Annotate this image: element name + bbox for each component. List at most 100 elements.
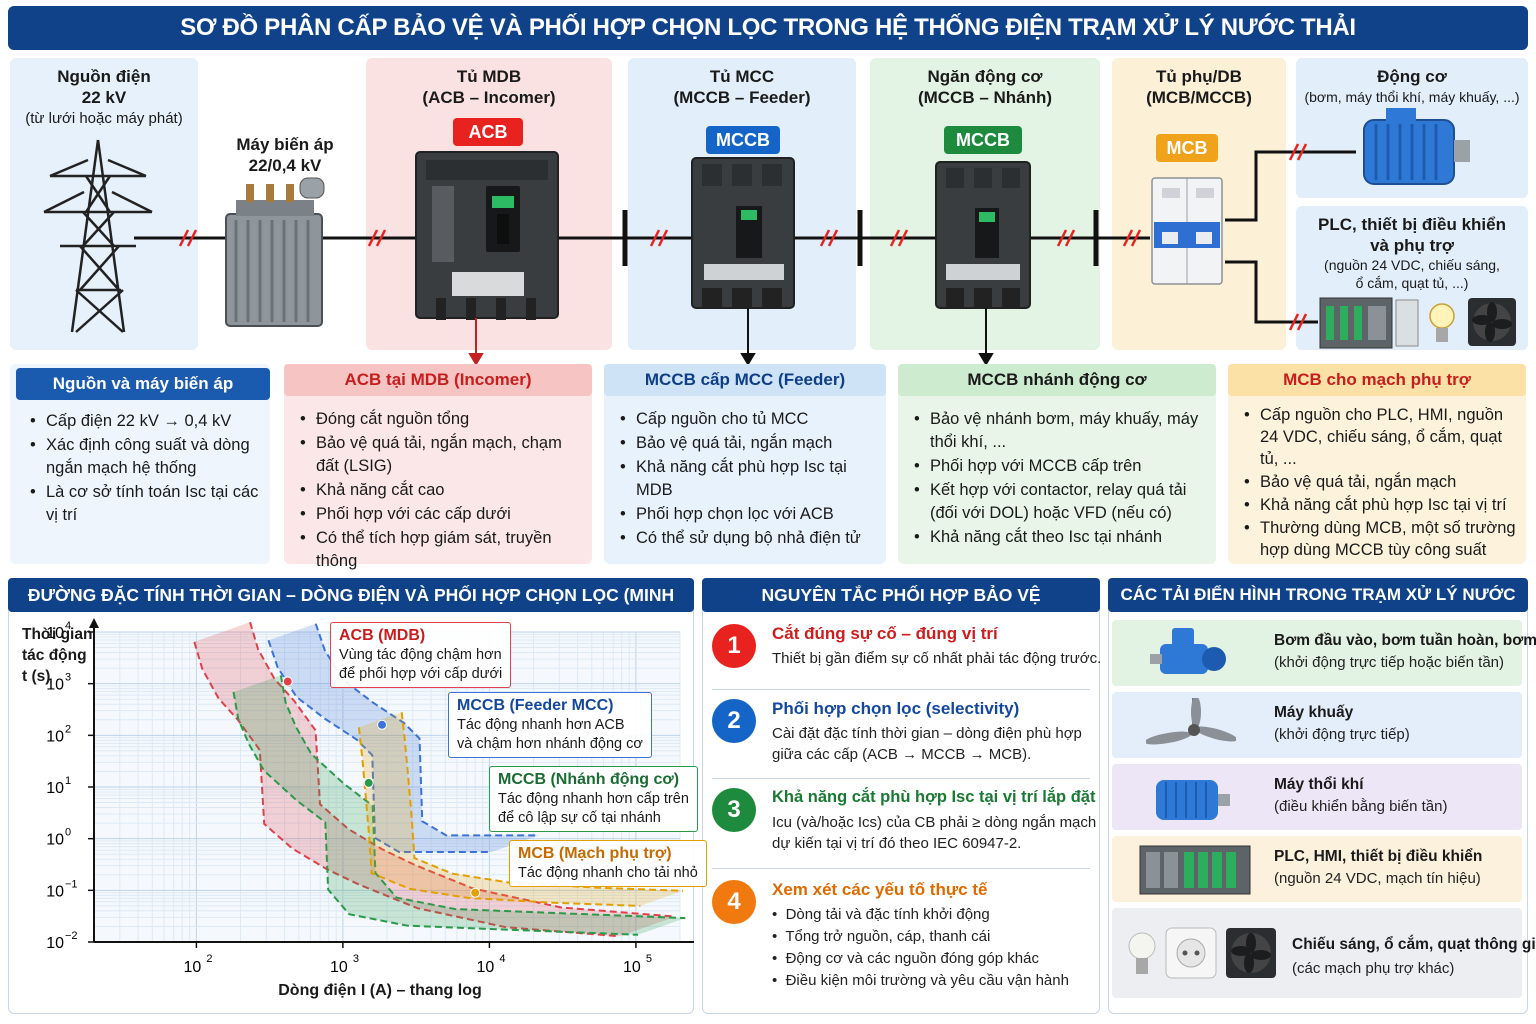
x-tick-exponent: 2 — [206, 953, 212, 965]
principle-3-number: 3 — [712, 788, 756, 832]
load-pumps-sub: (khởi động trực tiếp hoặc biến tần) — [1274, 654, 1505, 671]
y-tick-exponent: 1 — [65, 775, 71, 787]
curve-pointer-dot — [377, 719, 388, 730]
branch-mccb-icon — [935, 161, 1031, 309]
pump-icon — [1150, 628, 1226, 674]
y-tick-label: 10 — [46, 728, 64, 745]
load-blower-title: Máy thổi khí — [1274, 776, 1364, 793]
mcb-badge: MCB — [1156, 134, 1218, 162]
mcb-panel: MCB cho mạch phụ trợ Cấp nguồn cho PLC, … — [1228, 364, 1526, 564]
principle-2-text: Cài đặt đặc tính thời gian – dòng điện p… — [772, 725, 1082, 763]
source-panel: Nguồn và máy biến áp Cấp điện 22 kV → 0,… — [10, 364, 270, 564]
curve-pointer-dot — [470, 887, 481, 898]
x-tick-label: 10 — [623, 959, 641, 976]
y-tick-exponent: −1 — [65, 878, 78, 890]
blower-icon — [1156, 780, 1230, 820]
principle-2: 2 Phối hợp chọn lọc (selectivity) Cài đặ… — [712, 699, 1090, 775]
principles-section-heading: NGUYÊN TẮC PHỐI HỢP BẢO VỆ — [702, 578, 1100, 612]
principle-1-number: 1 — [712, 624, 756, 668]
y-tick-label: 10 — [46, 883, 64, 900]
load-lighting-sub: (các mạch phụ trợ khác) — [1292, 960, 1455, 977]
mcc-panel: MCCB cấp MCC (Feeder) Cấp nguồn cho tủ M… — [604, 364, 886, 564]
x-tick-exponent: 4 — [499, 953, 505, 965]
curve-band-3 — [233, 675, 686, 935]
source-title: Nguồn điện 22 kV (từ lưới hoặc máy phát) — [25, 67, 183, 127]
y-axis-arrow — [89, 618, 99, 628]
principle-1-text: Thiết bị gần điểm sự cố nhất phải tác độ… — [772, 650, 1102, 667]
divider — [712, 868, 1090, 869]
curve-upper-1 — [249, 621, 676, 918]
mcc-panel-heading: MCCB cấp MCC (Feeder) — [604, 364, 886, 396]
load-pumps-title: Bơm đầu vào, bơm tuần hoàn, bơm bùn — [1274, 632, 1536, 649]
page-title: SƠ ĐỒ PHÂN CẤP BẢO VỆ VÀ PHỐI HỢP CHỌN L… — [8, 6, 1528, 50]
x-tick-label: 10 — [330, 959, 348, 976]
source-panel-heading: Nguồn và máy biến áp — [16, 368, 270, 400]
mcc-title: Tủ MCC (MCCB – Feeder) — [673, 67, 811, 107]
motor-title: Động cơ (bơm, máy thổi khí, máy khuấy, .… — [1304, 67, 1520, 105]
db-title: Tủ phụ/DB (MCB/MCCB) — [1146, 67, 1252, 107]
mcc-panel-list: Cấp nguồn cho tủ MCC Bảo vệ quá tải, ngắ… — [618, 408, 878, 551]
y-tick-exponent: 2 — [65, 723, 71, 735]
mdb-arrow — [468, 318, 484, 364]
curve-lower-4 — [357, 727, 641, 907]
curve-band-4 — [358, 712, 684, 906]
load-row-plc: PLC, HMI, thiết bị điều khiển (nguồn 24 … — [1112, 836, 1522, 902]
chart-section-heading: ĐƯỜNG ĐẶC TÍNH THỜI GIAN – DÒNG ĐIỆN VÀ … — [8, 578, 694, 639]
divider — [712, 689, 1090, 690]
acb-panel: ACB tại MDB (Incomer) Đóng cắt nguồn tổn… — [284, 364, 592, 570]
light-bulb-icon — [1429, 303, 1455, 342]
curve-upper-3 — [279, 675, 686, 920]
principle-4-title: Xem xét các yếu tố thực tế — [772, 880, 988, 899]
divider — [712, 778, 1090, 779]
mcc-arrow — [740, 308, 756, 364]
load-lighting-title: Chiếu sáng, ổ cắm, quạt thông gió — [1292, 936, 1536, 953]
y-tick-exponent: 3 — [65, 672, 71, 684]
principle-4: 4 Xem xét các yếu tố thực tế • Dòng tải … — [712, 880, 1090, 1000]
branch-arrow — [978, 308, 994, 364]
load-blower-sub: (điều khiển bằng biến tần) — [1274, 798, 1448, 815]
motor-branch-title: Ngăn động cơ (MCCB – Nhánh) — [917, 67, 1053, 107]
chart-xlabel: Dòng điện I (A) – thang log — [278, 982, 482, 999]
chart-ylabel: Thời gian tác động t (s) — [22, 626, 93, 685]
mdb-title: Tủ MDB (ACB – Incomer) — [422, 67, 556, 107]
y-tick-exponent: 0 — [65, 827, 71, 839]
branch-mccb-badge: MCCB — [944, 126, 1022, 154]
x-tick-label: 10 — [477, 959, 495, 976]
acb-panel-heading: ACB tại MDB (Incomer) — [284, 364, 592, 396]
plc-icon — [1319, 297, 1419, 349]
x-tick-exponent: 3 — [353, 953, 359, 965]
load-mixer-sub: (khởi động trực tiếp) — [1274, 726, 1410, 743]
power-tower-icon — [43, 139, 153, 333]
acb-curve-label: ACB (MDB) Vùng tác động chậm hơn để phối… — [330, 622, 512, 688]
x-tick-label: 10 — [184, 959, 202, 976]
mcb-curve-label: MCB (Mạch phụ trợ) Tác động nhanh cho tả… — [509, 840, 707, 887]
mixer-icon — [1146, 698, 1236, 745]
load-row-mixer: Máy khuấy (khởi động trực tiếp) — [1112, 692, 1522, 758]
principle-4-number: 4 — [712, 880, 756, 924]
principle-3: 3 Khả năng cắt phù hợp Isc tại vị trí lắ… — [712, 788, 1096, 864]
y-tick-label: 10 — [46, 625, 64, 642]
plc-title: PLC, thiết bị điều khiển và phụ trợ (ngu… — [1318, 215, 1506, 291]
load-plc-sub: (nguồn 24 VDC, mạch tín hiệu) — [1274, 870, 1481, 887]
principle-1-title: Cắt đúng sự cố – đúng vị trí — [772, 624, 998, 643]
motor-icon — [1363, 108, 1470, 185]
feeder-curve-label: MCCB (Feeder MCC) Tác động nhanh hơn ACB… — [448, 692, 652, 758]
mcb-breaker-icon — [1151, 177, 1223, 285]
y-tick-exponent: 4 — [65, 620, 71, 632]
load-row-lighting: Chiếu sáng, ổ cắm, quạt thông gió (các m… — [1112, 908, 1536, 998]
principle-3-text: Icu (và/hoặc Ics) của CB phải ≥ dòng ngắ… — [772, 814, 1097, 852]
plc-icon — [1139, 845, 1251, 895]
branch-panel-list: Bảo vệ nhánh bơm, máy khuấy, máy thổi kh… — [912, 408, 1208, 550]
y-tick-label: 10 — [46, 832, 64, 849]
branch-panel: MCCB nhánh động cơ Bảo vệ nhánh bơm, máy… — [898, 364, 1216, 564]
transformer-title: Máy biến áp 22/0,4 kV — [236, 135, 334, 175]
mcc-mccb-badge: MCCB — [706, 126, 780, 154]
curve-lower-1 — [193, 641, 620, 938]
acb-badge: ACB — [453, 118, 523, 146]
principle-4-list: • Dòng tải và đặc tính khởi động • Tổng … — [772, 906, 1069, 989]
principle-3-title: Khả năng cắt phù hợp Isc tại vị trí lắp … — [772, 788, 1096, 806]
load-plc-title: PLC, HMI, thiết bị điều khiển — [1274, 848, 1483, 865]
curve-band-1 — [194, 622, 676, 937]
curve-upper-4 — [400, 712, 684, 892]
source-panel-list: Cấp điện 22 kV → 0,4 kV Xác định công su… — [28, 410, 262, 528]
